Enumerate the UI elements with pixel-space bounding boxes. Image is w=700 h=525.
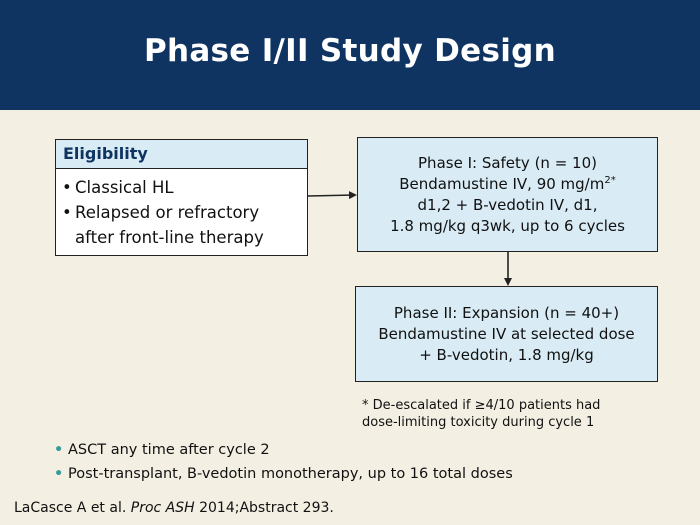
footnote: * De-escalated if ≥4/10 patients had dos… [362, 397, 600, 431]
title-banner: Phase I/II Study Design [0, 0, 700, 110]
citation: LaCasce A et al. Proc ASH 2014;Abstract … [14, 500, 334, 516]
footnote-line: * De-escalated if ≥4/10 patients had [362, 398, 601, 413]
citation-authors: LaCasce A et al. [14, 500, 131, 516]
eligibility-item-text: after front-line therapy [75, 228, 264, 247]
eligibility-item: Relapsed or refractory [62, 200, 307, 225]
phase1-title: Phase I: Safety (n = 10) [418, 153, 597, 172]
phase2-combo-line: + B-vedotin, 1.8 mg/kg [419, 345, 594, 364]
footnote-line: dose-limiting toxicity during cycle 1 [362, 415, 595, 430]
eligibility-box: Eligibility Classical HL Relapsed or ref… [55, 139, 308, 256]
phase2-title: Phase II: Expansion (n = 40+) [393, 303, 620, 322]
eligibility-list: Classical HL Relapsed or refractory afte… [56, 175, 307, 250]
phase1-dose-superscript: 2* [604, 174, 616, 186]
note-item: Post-transplant, B-vedotin monotherapy, … [54, 462, 513, 486]
phase1-box: Phase I: Safety (n = 10) Bendamustine IV… [357, 137, 658, 252]
slide-title: Phase I/II Study Design [143, 33, 557, 69]
phase1-schedule-line: d1,2 + B-vedotin IV, d1, [417, 195, 598, 214]
eligibility-item-continuation: after front-line therapy [62, 225, 307, 250]
eligibility-item: Classical HL [62, 175, 307, 200]
note-item: ASCT any time after cycle 2 [54, 438, 513, 462]
phase1-dose-text: Bendamustine IV, 90 mg/m [399, 174, 605, 193]
notes-list: ASCT any time after cycle 2 Post-transpl… [54, 438, 513, 486]
phase1-cycles-line: 1.8 mg/kg q3wk, up to 6 cycles [390, 216, 625, 235]
citation-journal: Proc ASH [130, 500, 195, 516]
phase1-dose-line: Bendamustine IV, 90 mg/m2* [358, 174, 657, 195]
phase2-box: Phase II: Expansion (n = 40+) Bendamusti… [355, 286, 658, 382]
citation-rest: 2014;Abstract 293. [194, 500, 334, 516]
phase2-dose-line: Bendamustine IV at selected dose [378, 324, 635, 343]
arrow-eligibility-to-phase1 [307, 191, 357, 200]
eligibility-heading: Eligibility [56, 140, 307, 169]
